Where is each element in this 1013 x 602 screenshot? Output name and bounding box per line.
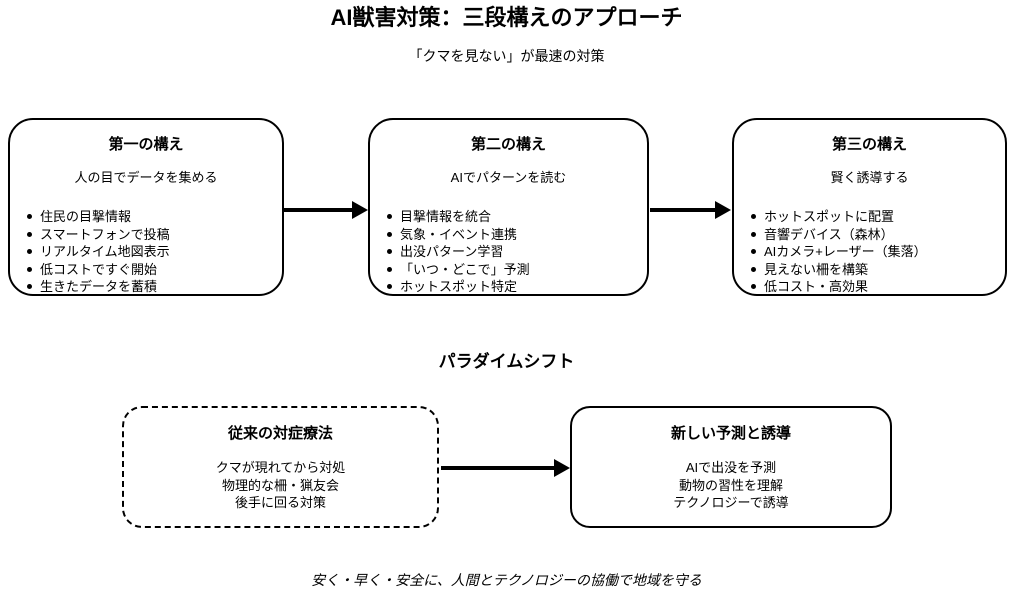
list-item: 気象・イベント連携 — [387, 226, 639, 244]
page-subtitle: 「クマを見ない」が最速の対策 — [408, 48, 605, 64]
bullet-text: 生きたデータを蓄積 — [40, 279, 158, 294]
stage-title: 第二の構え — [470, 136, 546, 153]
stage-title: 第三の構え — [831, 136, 907, 153]
bullet-text: スマートフォンで投稿 — [40, 226, 170, 242]
stage-subtitle: 人の目でデータを集める — [74, 170, 218, 185]
arrow-head-icon — [715, 201, 731, 219]
bullet-dot-icon — [27, 266, 32, 272]
bullet-text: AIカメラ+レーザー（集落） — [764, 244, 927, 259]
bullet-dot-icon — [387, 284, 392, 290]
paradigm-line: クマが現れてから対処 — [215, 460, 346, 475]
paradigm-box-lines: AIで出没を予測 動物の習性を理解 テクノロジーで誘導 — [572, 459, 890, 512]
arrow-stage2-to-stage3 — [650, 201, 731, 219]
bullet-text: 目撃情報を統合 — [400, 209, 492, 224]
arrow-shaft — [284, 208, 352, 212]
page-title: AI獣害対策：三段構えのアプローチ — [330, 5, 683, 30]
list-item: 「いつ・どこで」予測 — [387, 261, 639, 279]
list-item: ホットスポットに配置 — [751, 208, 997, 226]
arrow-head-icon — [352, 201, 368, 219]
bullet-text: 音響デバイス（森林） — [764, 226, 894, 242]
list-item: 見えない柵を構築 — [751, 261, 997, 279]
bullet-dot-icon — [751, 231, 756, 237]
bullet-text: 低コストですぐ開始 — [40, 261, 158, 277]
bullet-dot-icon — [27, 249, 32, 255]
stage-title: 第一の構え — [108, 136, 184, 153]
bullet-dot-icon — [387, 266, 392, 272]
list-item: 出没パターン学習 — [387, 243, 639, 261]
bullet-dot-icon — [387, 249, 392, 255]
paradigm-box-lines: クマが現れてから対処 物理的な柵・猟友会 後手に回る対策 — [124, 459, 437, 512]
paradigm-line: 動物の習性を理解 — [678, 477, 783, 493]
paradigm-box-before: 従来の対症療法 クマが現れてから対処 物理的な柵・猟友会 後手に回る対策 — [122, 406, 439, 528]
list-item: 低コストですぐ開始 — [27, 261, 274, 279]
bullet-dot-icon — [751, 249, 756, 255]
bullet-dot-icon — [751, 266, 756, 272]
bullet-dot-icon — [751, 284, 756, 290]
list-item: 低コスト・高効果 — [751, 278, 997, 296]
stage-bullet-list: ホットスポットに配置 音響デバイス（森林） AIカメラ+レーザー（集落） 見えな… — [734, 208, 1005, 296]
paradigm-line: 物理的な柵・猟友会 — [221, 477, 339, 493]
footer-note: 安く・早く・安全に、人間とテクノロジーの協働で地域を守る — [311, 572, 702, 588]
arrow-head-icon — [554, 459, 570, 477]
list-item: ホットスポット特定 — [387, 278, 639, 296]
bullet-dot-icon — [387, 214, 392, 220]
paradigm-line: テクノロジーで誘導 — [673, 495, 789, 510]
bullet-text: ホットスポット特定 — [400, 279, 518, 294]
stage-bullet-list: 住民の目撃情報 スマートフォンで投稿 リアルタイム地図表示 低コストですぐ開始 … — [10, 208, 282, 296]
paradigm-box-title: 従来の対症療法 — [227, 425, 333, 442]
bullet-text: 出没パターン学習 — [400, 244, 504, 259]
bullet-dot-icon — [27, 284, 32, 290]
list-item: 生きたデータを蓄積 — [27, 278, 274, 296]
bullet-text: 「いつ・どこで」予測 — [400, 261, 530, 277]
arrow-before-to-after — [441, 459, 570, 477]
paradigm-box-title: 新しい予測と誘導 — [670, 425, 791, 442]
stage-box-third: 第三の構え 賢く誘導する ホットスポットに配置 音響デバイス（森林） AIカメラ… — [732, 118, 1007, 296]
list-item: 音響デバイス（森林） — [751, 226, 997, 244]
stage-subtitle: 賢く誘導する — [830, 170, 909, 185]
stage-bullet-list: 目撃情報を統合 気象・イベント連携 出没パターン学習 「いつ・どこで」予測 ホッ… — [370, 208, 647, 296]
bullet-dot-icon — [751, 214, 756, 220]
list-item: 住民の目撃情報 — [27, 208, 274, 226]
paradigm-section-title: パラダイムシフト — [438, 352, 575, 371]
stage-box-second: 第二の構え AIでパターンを読む 目撃情報を統合 気象・イベント連携 出没パター… — [368, 118, 649, 296]
arrow-shaft — [650, 208, 715, 212]
bullet-text: 気象・イベント連携 — [400, 226, 518, 242]
bullet-dot-icon — [387, 231, 392, 237]
bullet-dot-icon — [27, 214, 32, 220]
list-item: AIカメラ+レーザー（集落） — [751, 243, 997, 261]
list-item: 目撃情報を統合 — [387, 208, 639, 226]
stage-subtitle: AIでパターンを読む — [450, 170, 567, 185]
list-item: リアルタイム地図表示 — [27, 243, 274, 261]
bullet-text: 住民の目撃情報 — [40, 209, 132, 224]
list-item: スマートフォンで投稿 — [27, 226, 274, 244]
bullet-text: 見えない柵を構築 — [764, 261, 869, 277]
paradigm-box-after: 新しい予測と誘導 AIで出没を予測 動物の習性を理解 テクノロジーで誘導 — [570, 406, 892, 528]
bullet-text: 低コスト・高効果 — [764, 279, 869, 294]
paradigm-line: 後手に回る対策 — [234, 495, 326, 510]
bullet-text: ホットスポットに配置 — [764, 209, 895, 224]
bullet-text: リアルタイム地図表示 — [40, 244, 170, 259]
arrow-shaft — [441, 466, 554, 470]
stage-box-first: 第一の構え 人の目でデータを集める 住民の目撃情報 スマートフォンで投稿 リアル… — [8, 118, 284, 296]
paradigm-line: AIで出没を予測 — [685, 460, 777, 475]
bullet-dot-icon — [27, 231, 32, 237]
arrow-stage1-to-stage2 — [284, 201, 368, 219]
